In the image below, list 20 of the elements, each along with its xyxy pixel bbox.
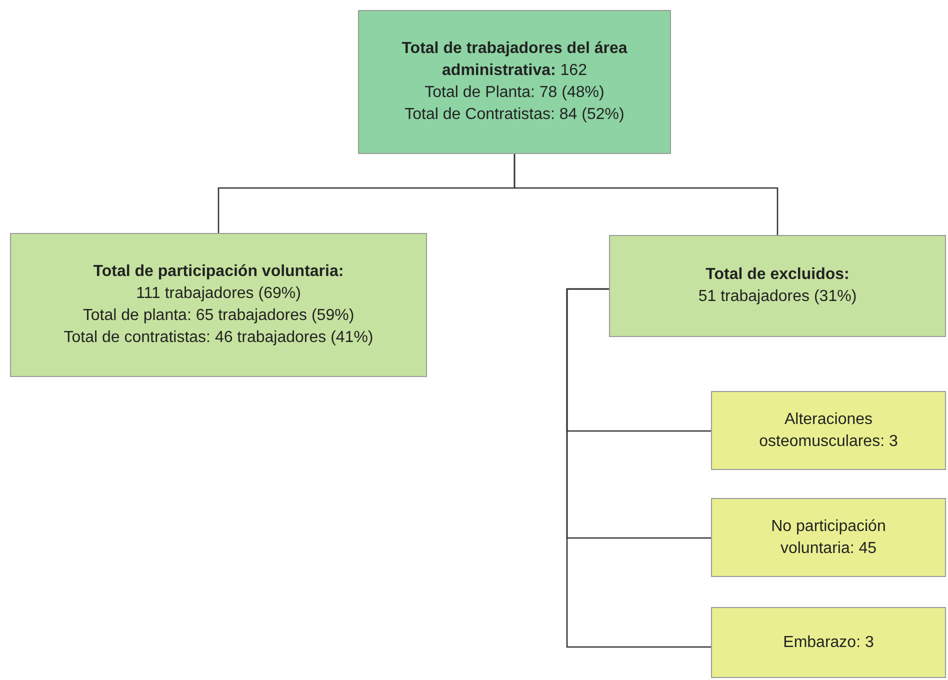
box-text: 51 trabajadores (31%) bbox=[698, 287, 857, 307]
box-text: No participación voluntaria: 45 bbox=[770, 516, 887, 558]
box-text: Embarazo: 3 bbox=[783, 632, 874, 652]
box-text: Total de trabajadores del área administrativa: 162 bbox=[400, 39, 628, 81]
summary-box bbox=[358, 10, 671, 154]
box-text: Alteraciones osteomusculares: 3 bbox=[758, 410, 899, 452]
box-heading: Total de excluidos: bbox=[706, 265, 850, 285]
group-box bbox=[609, 235, 946, 337]
connector-line bbox=[514, 154, 778, 235]
box-text: 111 trabajadores (69%) bbox=[136, 284, 301, 304]
category-box bbox=[711, 607, 946, 678]
box-text: Total de Planta: 78 (48%) bbox=[424, 83, 604, 103]
category-box bbox=[711, 391, 946, 470]
box-text: Total de Contratistas: 84 (52%) bbox=[404, 105, 624, 125]
category-box bbox=[711, 498, 946, 577]
box-heading: Total de participación voluntaria: bbox=[93, 262, 344, 282]
box-text: Total de planta: 65 trabajadores (59%) bbox=[82, 306, 354, 326]
group-box bbox=[10, 233, 427, 377]
box-text: Total de contratistas: 46 trabajadores (41%) bbox=[64, 328, 374, 348]
connector-line bbox=[566, 288, 711, 648]
